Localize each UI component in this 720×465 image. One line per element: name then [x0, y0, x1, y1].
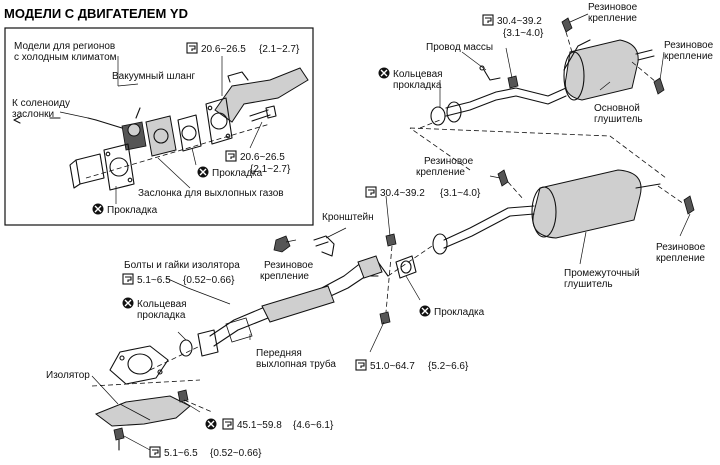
rubber-mid-line1: Резиновое — [424, 156, 474, 167]
torque-bottom-center: 51.0~64.7 — [370, 361, 415, 372]
gasket-center-label: Прокладка — [434, 307, 485, 318]
torque-center-alt: {3.1~4.0} — [440, 188, 481, 199]
ground-wire-label: Провод массы — [426, 42, 493, 53]
torque-front-pipe-alt: {4.6~6.1} — [293, 420, 334, 431]
inset-gasket-left-label: Прокладка — [107, 205, 158, 216]
main-artwork — [91, 13, 695, 451]
do-not-reuse-icon — [196, 165, 210, 179]
inset-torque-bolt-alt: {2.1~2.7} — [250, 164, 291, 175]
oring-left-line2: прокладка — [137, 310, 186, 321]
front-pipe-line1: Передняя — [256, 348, 302, 359]
oring-top-line1: Кольцевая — [393, 69, 443, 80]
torque-front-pipe: 45.1~59.8 — [237, 420, 282, 431]
front-pipe-line2: выхлопная труба — [256, 358, 336, 370]
torque-bottom-alt: {0.52~0.66} — [210, 448, 262, 459]
torque-wrench-icon — [222, 418, 234, 430]
do-not-reuse-icon — [121, 296, 135, 310]
torque-insulator: 5.1~6.5 — [137, 275, 171, 286]
insulator-label: Изолятор — [46, 370, 90, 381]
oring-left-line1: Кольцевая — [137, 299, 187, 310]
do-not-reuse-icon — [204, 417, 218, 431]
rubber-left-line2: крепление — [260, 271, 309, 282]
insulator-bolts-label: Болты и гайки изолятора — [124, 260, 240, 271]
main-muffler-line2: глушитель — [594, 114, 643, 125]
rubber-mid-line2: крепление — [416, 167, 465, 178]
rubber-right-line2: крепление — [664, 51, 713, 62]
main-muffler-line1: Основной — [594, 103, 640, 114]
torque-wrench-icon — [149, 446, 161, 458]
do-not-reuse-icon — [377, 66, 391, 80]
inset-solenoid-line1: К соленоиду — [12, 98, 70, 109]
cold-climate-inset-frame — [4, 27, 314, 226]
torque-wrench-icon — [365, 186, 377, 198]
inset-torque-top-alt: {2.1~2.7} — [259, 44, 300, 55]
torque-bottom: 5.1~6.5 — [164, 448, 198, 459]
center-muffler-line1: Промежуточный — [564, 268, 640, 279]
inset-artwork — [59, 56, 309, 204]
rubber-top-line2: крепление — [588, 13, 637, 24]
do-not-reuse-icon — [91, 202, 105, 216]
torque-main-muffler-alt: {3.1~4.0} — [503, 28, 544, 39]
inset-heading-line1: Модели для регионов — [14, 41, 115, 52]
inset-solenoid-line2: заслонки — [12, 109, 54, 120]
page-title: МОДЕЛИ С ДВИГАТЕЛЕМ YD — [4, 6, 188, 21]
rubber-far-right-line1: Резиновое — [656, 242, 706, 253]
oring-top-line2: прокладка — [393, 80, 442, 91]
inset-torque-top: 20.6~26.5 — [201, 44, 246, 55]
torque-bottom-center-alt: {5.2~6.6} — [428, 361, 469, 372]
inset-gasket-right-label: Прокладка — [212, 168, 263, 179]
torque-wrench-icon — [122, 273, 134, 285]
rubber-far-right-line2: крепление — [656, 253, 705, 264]
rubber-right-line1: Резиновое — [664, 40, 714, 51]
torque-wrench-icon — [482, 14, 494, 26]
torque-main-muffler: 30.4~39.2 — [497, 16, 542, 27]
torque-wrench-icon — [225, 150, 237, 162]
inset-vacuum-hose-label: Вакуумный шланг — [112, 71, 195, 82]
torque-insulator-alt: {0.52~0.66} — [183, 275, 235, 286]
inset-torque-bolt: 20.6~26.5 — [240, 152, 285, 163]
rubber-left-line1: Резиновое — [264, 260, 314, 271]
torque-wrench-icon — [355, 359, 367, 371]
torque-wrench-icon — [186, 42, 198, 54]
do-not-reuse-icon — [418, 304, 432, 318]
rubber-top-line1: Резиновое — [588, 2, 638, 13]
inset-exhaust-valve-label: Заслонка для выхлопных газов — [138, 188, 284, 199]
center-muffler-line2: глушитель — [564, 279, 613, 290]
torque-center: 30.4~39.2 — [380, 188, 425, 199]
bracket-label: Кронштейн — [322, 212, 374, 223]
inset-heading-line2: с холодным климатом — [14, 52, 117, 63]
